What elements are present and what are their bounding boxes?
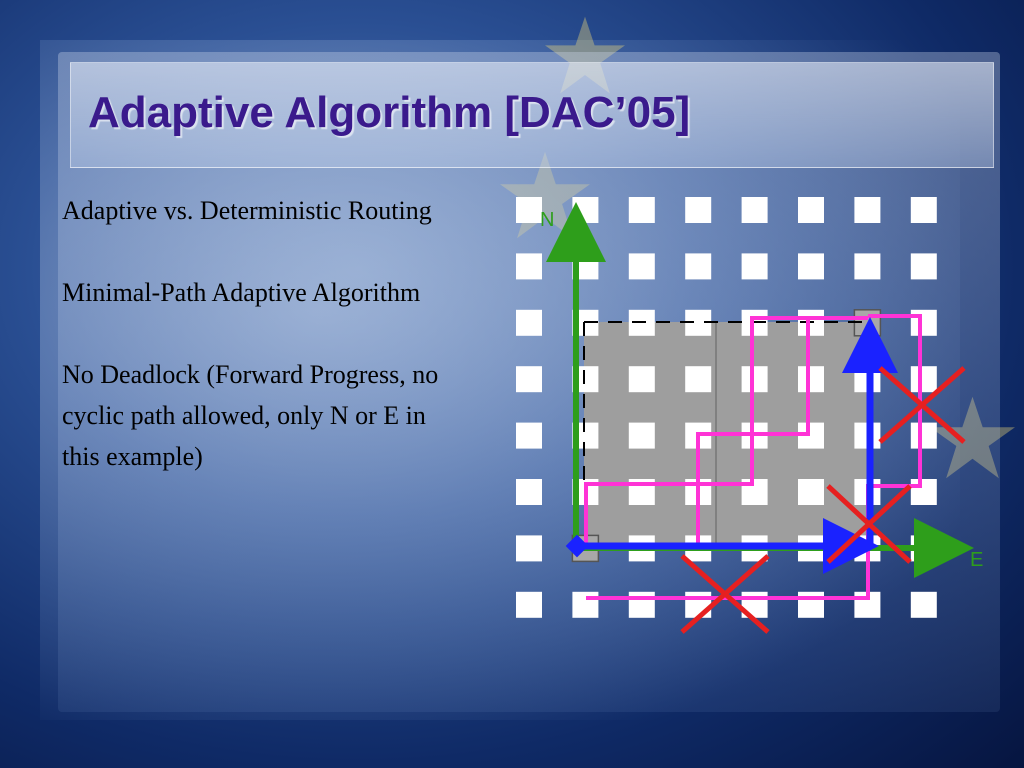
adaptive-path	[584, 316, 868, 548]
mesh-node	[516, 366, 542, 393]
mesh-node	[741, 366, 768, 393]
mesh-node	[685, 253, 712, 280]
mesh-node	[516, 591, 542, 618]
mesh-node	[516, 422, 542, 449]
title-bar	[70, 62, 994, 168]
mesh-node	[628, 366, 655, 393]
mesh-node	[685, 591, 712, 618]
mesh-node	[685, 197, 712, 223]
mesh-node	[798, 253, 824, 280]
mesh-node	[628, 591, 655, 618]
mesh-node	[516, 309, 542, 336]
mesh-node	[628, 197, 655, 223]
mesh-node	[572, 591, 599, 618]
mesh-node	[516, 253, 542, 280]
mesh-node	[516, 535, 542, 562]
mesh-node	[910, 253, 937, 280]
mesh-node	[798, 591, 824, 618]
mesh-node	[854, 253, 881, 280]
bullet-item: Minimal-Path Adaptive Algorithm	[62, 278, 421, 307]
forbidden-move-icon	[878, 366, 966, 444]
mesh-node	[910, 591, 937, 618]
forbidden-move-icon	[680, 554, 770, 634]
bullet-item: Adaptive vs. Deterministic Routing	[62, 196, 432, 225]
mesh-node	[854, 197, 881, 223]
mesh-node	[798, 479, 824, 505]
mesh-node	[628, 422, 655, 449]
mesh-node	[685, 366, 712, 393]
mesh-node	[572, 197, 599, 223]
mesh-node	[910, 309, 937, 336]
bullet-item: No Deadlock (Forward Progress, no cyclic…	[62, 360, 439, 471]
forbidden-move-icon	[826, 484, 912, 564]
adaptive-path	[586, 314, 922, 600]
mesh-node	[910, 197, 937, 223]
mesh-node	[516, 197, 542, 223]
mesh-node	[516, 479, 542, 505]
mesh-node	[628, 253, 655, 280]
slide-title: Adaptive Algorithm [DAC’05]	[88, 88, 691, 137]
mesh-node	[910, 422, 937, 449]
mesh-node	[741, 197, 768, 223]
background-star-icon	[930, 396, 1015, 479]
mesh-node	[910, 366, 937, 393]
source-node-marker	[565, 534, 589, 558]
mesh-node	[798, 197, 824, 223]
bullet-list: Adaptive vs. Deterministic Routing Minim…	[62, 190, 462, 518]
mesh-node	[798, 366, 824, 393]
background-star-icon	[545, 16, 625, 94]
background-star-icon	[500, 151, 590, 239]
north-label: N	[540, 209, 554, 231]
mesh-node	[741, 253, 768, 280]
region-boundary-dashed	[583, 321, 868, 490]
east-label: E	[970, 549, 983, 571]
mesh-node	[910, 479, 937, 505]
